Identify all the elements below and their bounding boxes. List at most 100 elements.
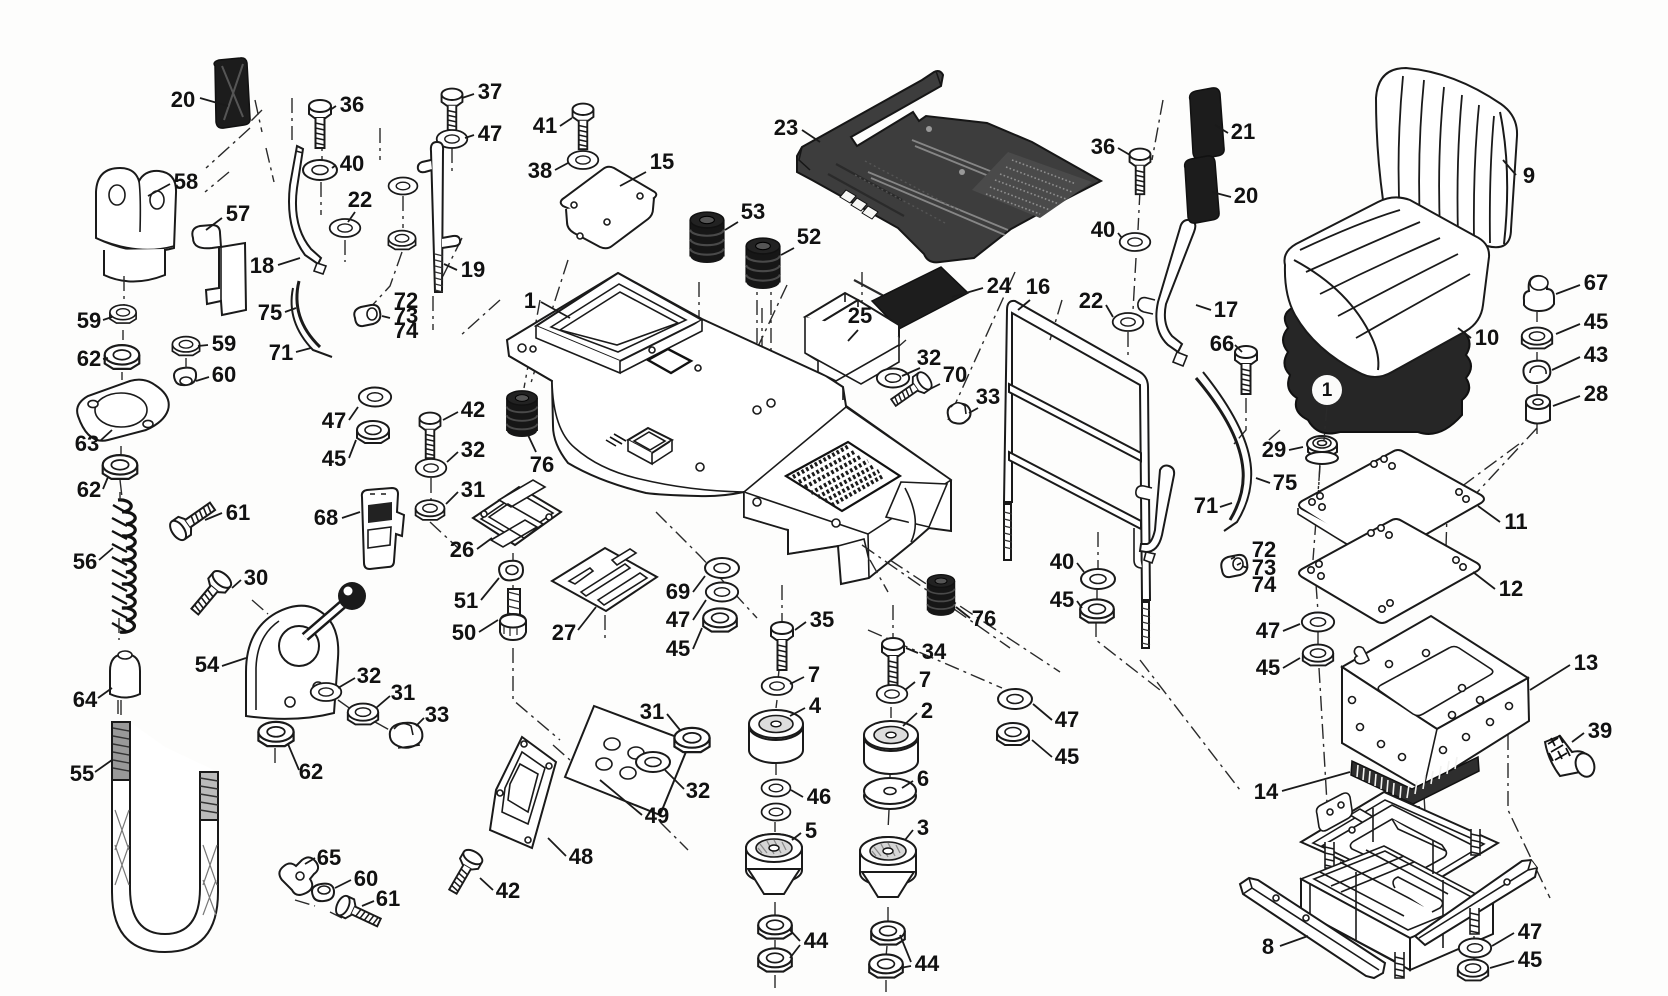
svg-text:62: 62 bbox=[77, 477, 101, 502]
svg-text:12: 12 bbox=[1499, 576, 1523, 601]
svg-text:3: 3 bbox=[917, 815, 929, 840]
svg-text:61: 61 bbox=[376, 886, 400, 911]
svg-text:29: 29 bbox=[1262, 437, 1286, 462]
svg-text:70: 70 bbox=[943, 362, 967, 387]
svg-text:8: 8 bbox=[1262, 934, 1274, 959]
svg-text:44: 44 bbox=[804, 928, 829, 953]
svg-text:37: 37 bbox=[478, 79, 502, 104]
svg-text:14: 14 bbox=[1254, 779, 1279, 804]
svg-text:11: 11 bbox=[1504, 509, 1527, 534]
svg-text:20: 20 bbox=[171, 87, 195, 112]
svg-text:42: 42 bbox=[461, 397, 485, 422]
svg-text:32: 32 bbox=[461, 437, 485, 462]
svg-text:25: 25 bbox=[848, 303, 872, 328]
svg-text:68: 68 bbox=[314, 505, 338, 530]
svg-text:58: 58 bbox=[174, 169, 198, 194]
svg-text:59: 59 bbox=[212, 331, 236, 356]
svg-text:59: 59 bbox=[77, 308, 101, 333]
svg-text:75: 75 bbox=[1273, 470, 1297, 495]
svg-text:45: 45 bbox=[322, 446, 346, 471]
svg-text:21: 21 bbox=[1231, 119, 1255, 144]
svg-text:46: 46 bbox=[807, 784, 831, 809]
svg-text:31: 31 bbox=[640, 699, 664, 724]
svg-text:45: 45 bbox=[1518, 947, 1542, 972]
svg-text:10: 10 bbox=[1475, 325, 1499, 350]
svg-text:32: 32 bbox=[917, 345, 941, 370]
svg-text:7: 7 bbox=[808, 662, 820, 687]
svg-text:50: 50 bbox=[452, 620, 476, 645]
svg-text:60: 60 bbox=[354, 866, 378, 891]
svg-text:53: 53 bbox=[741, 199, 765, 224]
svg-text:9: 9 bbox=[1523, 163, 1535, 188]
svg-text:48: 48 bbox=[569, 844, 593, 869]
svg-text:40: 40 bbox=[1050, 549, 1074, 574]
svg-text:52: 52 bbox=[797, 224, 821, 249]
svg-text:5: 5 bbox=[805, 818, 817, 843]
svg-text:40: 40 bbox=[340, 151, 364, 176]
svg-text:39: 39 bbox=[1588, 718, 1612, 743]
svg-text:71: 71 bbox=[269, 340, 293, 365]
svg-text:74: 74 bbox=[394, 318, 419, 343]
svg-text:43: 43 bbox=[1584, 342, 1608, 367]
svg-text:45: 45 bbox=[1256, 655, 1280, 680]
svg-text:62: 62 bbox=[77, 346, 101, 371]
svg-text:22: 22 bbox=[348, 187, 372, 212]
svg-text:41: 41 bbox=[533, 113, 557, 138]
svg-text:36: 36 bbox=[340, 92, 364, 117]
svg-text:36: 36 bbox=[1091, 134, 1115, 159]
svg-text:47: 47 bbox=[322, 408, 346, 433]
svg-text:61: 61 bbox=[226, 500, 250, 525]
svg-text:28: 28 bbox=[1584, 381, 1608, 406]
svg-text:45: 45 bbox=[666, 636, 690, 661]
svg-text:47: 47 bbox=[1518, 919, 1542, 944]
svg-text:6: 6 bbox=[917, 766, 929, 791]
svg-text:13: 13 bbox=[1574, 650, 1598, 675]
svg-text:7: 7 bbox=[919, 667, 931, 692]
svg-text:72: 72 bbox=[394, 288, 418, 313]
svg-text:63: 63 bbox=[75, 431, 99, 456]
svg-text:49: 49 bbox=[645, 803, 669, 828]
svg-text:31: 31 bbox=[391, 680, 415, 705]
svg-text:27: 27 bbox=[552, 620, 576, 645]
svg-text:47: 47 bbox=[1256, 618, 1280, 643]
svg-text:34: 34 bbox=[922, 639, 947, 664]
svg-text:4: 4 bbox=[809, 693, 822, 718]
svg-text:56: 56 bbox=[73, 549, 97, 574]
svg-text:47: 47 bbox=[478, 121, 502, 146]
svg-text:64: 64 bbox=[73, 687, 98, 712]
svg-text:45: 45 bbox=[1050, 587, 1074, 612]
svg-text:76: 76 bbox=[530, 452, 554, 477]
svg-text:38: 38 bbox=[528, 158, 552, 183]
svg-text:44: 44 bbox=[915, 951, 940, 976]
svg-text:73: 73 bbox=[394, 303, 418, 328]
svg-text:60: 60 bbox=[212, 362, 236, 387]
svg-text:17: 17 bbox=[1214, 297, 1238, 322]
svg-text:51: 51 bbox=[454, 588, 478, 613]
svg-text:75: 75 bbox=[258, 300, 282, 325]
svg-text:33: 33 bbox=[425, 702, 449, 727]
svg-text:47: 47 bbox=[1055, 707, 1079, 732]
svg-text:72: 72 bbox=[1252, 537, 1276, 562]
svg-text:2: 2 bbox=[921, 698, 933, 723]
svg-text:54: 54 bbox=[195, 652, 220, 677]
svg-text:22: 22 bbox=[1079, 288, 1103, 313]
svg-text:69: 69 bbox=[666, 579, 690, 604]
svg-text:65: 65 bbox=[317, 845, 341, 870]
svg-text:23: 23 bbox=[774, 115, 798, 140]
svg-text:47: 47 bbox=[666, 607, 690, 632]
svg-text:76: 76 bbox=[972, 606, 996, 631]
svg-text:1: 1 bbox=[524, 288, 536, 313]
svg-text:16: 16 bbox=[1026, 274, 1050, 299]
svg-text:73: 73 bbox=[1252, 555, 1276, 580]
svg-text:24: 24 bbox=[987, 273, 1012, 298]
svg-text:40: 40 bbox=[1091, 217, 1115, 242]
svg-text:55: 55 bbox=[70, 761, 94, 786]
svg-text:19: 19 bbox=[461, 257, 485, 282]
svg-text:32: 32 bbox=[357, 663, 381, 688]
svg-text:71: 71 bbox=[1194, 493, 1218, 518]
svg-text:18: 18 bbox=[250, 253, 274, 278]
svg-text:67: 67 bbox=[1584, 270, 1608, 295]
svg-text:74: 74 bbox=[1252, 572, 1277, 597]
svg-text:45: 45 bbox=[1584, 309, 1608, 334]
svg-text:32: 32 bbox=[686, 778, 710, 803]
